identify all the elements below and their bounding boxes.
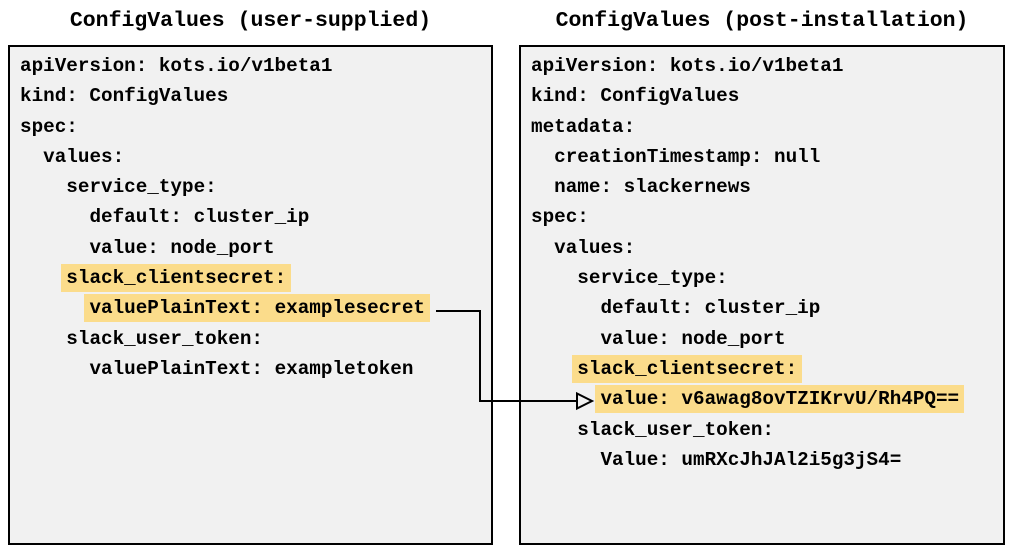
code-line: apiVersion: kots.io/v1beta1 bbox=[531, 51, 1003, 81]
highlighted-code-text: value: v6awag8ovTZIKrvU/Rh4PQ== bbox=[595, 385, 965, 414]
code-line: default: cluster_ip bbox=[531, 293, 1003, 323]
code-text: default: cluster_ip bbox=[89, 206, 310, 229]
code-text: slack_user_token: bbox=[66, 327, 263, 350]
code-line: kind: ConfigValues bbox=[20, 81, 491, 111]
code-line: value: node_port bbox=[531, 324, 1003, 354]
code-line: slack_clientsecret: bbox=[20, 263, 491, 293]
code-text: spec: bbox=[20, 115, 78, 138]
code-line: valuePlainText: examplesecret bbox=[20, 293, 491, 323]
code-line: apiVersion: kots.io/v1beta1 bbox=[20, 51, 491, 81]
code-text: slack_user_token: bbox=[577, 418, 774, 441]
code-text: service_type: bbox=[66, 176, 217, 199]
code-line: slack_clientsecret: bbox=[531, 354, 1003, 384]
panel-title-post-installation: ConfigValues (post-installation) bbox=[555, 9, 969, 33]
code-line: valuePlainText: exampletoken bbox=[20, 354, 491, 384]
code-text: apiVersion: kots.io/v1beta1 bbox=[20, 55, 333, 77]
code-text: valuePlainText: exampletoken bbox=[89, 357, 414, 380]
code-text: kind: ConfigValues bbox=[20, 85, 229, 108]
code-line: default: cluster_ip bbox=[20, 202, 491, 232]
panel-title-user-supplied: ConfigValues (user-supplied) bbox=[69, 9, 432, 33]
code-line: spec: bbox=[20, 112, 491, 142]
code-line: value: node_port bbox=[20, 233, 491, 263]
code-line: values: bbox=[20, 142, 491, 172]
code-text: creationTimestamp: null bbox=[554, 145, 821, 168]
code-text: value: node_port bbox=[89, 236, 275, 259]
highlighted-code-text: slack_clientsecret: bbox=[572, 354, 803, 383]
code-line: name: slackernews bbox=[531, 172, 1003, 202]
code-line: values: bbox=[531, 233, 1003, 263]
code-text: metadata: bbox=[531, 115, 636, 138]
code-text: apiVersion: kots.io/v1beta1 bbox=[531, 55, 844, 77]
code-line: creationTimestamp: null bbox=[531, 142, 1003, 172]
code-box-post-installation: apiVersion: kots.io/v1beta1 kind: ConfigV… bbox=[519, 45, 1005, 545]
highlighted-code-text: valuePlainText: examplesecret bbox=[84, 294, 430, 323]
code-line: slack_user_token: bbox=[531, 415, 1003, 445]
code-text: values: bbox=[43, 145, 125, 168]
code-text: spec: bbox=[531, 206, 589, 229]
code-text: value: node_port bbox=[600, 327, 786, 350]
code-text: Value: umRXcJhJAl2i5g3jS4= bbox=[600, 448, 902, 471]
code-text: service_type: bbox=[577, 267, 728, 290]
code-line: slack_user_token: bbox=[20, 324, 491, 354]
code-text: values: bbox=[554, 236, 636, 259]
highlighted-code-text: slack_clientsecret: bbox=[61, 264, 292, 293]
code-line: Value: umRXcJhJAl2i5g3jS4= bbox=[531, 445, 1003, 475]
code-text: name: slackernews bbox=[554, 176, 751, 199]
code-line: spec: bbox=[531, 202, 1003, 232]
code-line: metadata: bbox=[531, 112, 1003, 142]
code-text: kind: ConfigValues bbox=[531, 85, 740, 108]
code-line: service_type: bbox=[531, 263, 1003, 293]
code-box-user-supplied: apiVersion: kots.io/v1beta1 kind: ConfigV… bbox=[8, 45, 493, 545]
code-line: value: v6awag8ovTZIKrvU/Rh4PQ== bbox=[531, 384, 1003, 414]
code-line: kind: ConfigValues bbox=[531, 81, 1003, 111]
code-line: service_type: bbox=[20, 172, 491, 202]
code-text: default: cluster_ip bbox=[600, 297, 821, 320]
